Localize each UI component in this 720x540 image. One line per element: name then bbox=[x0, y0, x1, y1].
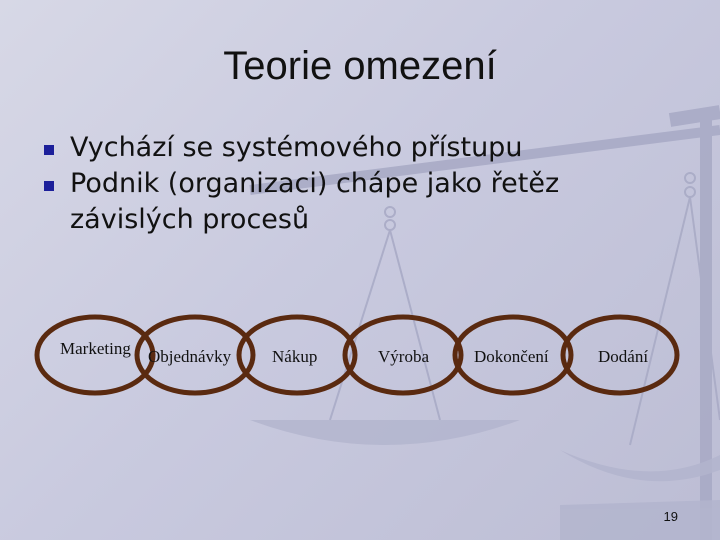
bullet-text: Podnik (organizaci) chápe jako řetěz záv… bbox=[70, 168, 560, 235]
chain-label-objednavky: Objednávky bbox=[148, 347, 232, 366]
chain-label-dokonceni: Dokončení bbox=[474, 347, 549, 366]
chain-link bbox=[236, 314, 358, 396]
chain-label-vyroba: Výroba bbox=[378, 347, 429, 366]
process-chain: Marketing Objednávky Nákup Výroba Dokonč… bbox=[34, 314, 680, 396]
bullet-item: Vychází se systémového přístupu bbox=[40, 130, 660, 166]
chain-link bbox=[34, 314, 156, 396]
chain-link bbox=[452, 314, 574, 396]
bullet-text: Vychází se systémového přístupu bbox=[70, 132, 523, 163]
bullet-square-icon bbox=[44, 181, 54, 191]
chain-link bbox=[560, 314, 680, 396]
chain-link bbox=[134, 314, 256, 396]
chain-label-dodani: Dodání bbox=[598, 347, 648, 366]
bullet-square-icon bbox=[44, 145, 54, 155]
chain-link bbox=[342, 314, 464, 396]
bullet-item: Podnik (organizaci) chápe jako řetěz záv… bbox=[40, 166, 660, 238]
slide-title: Teorie omezení bbox=[223, 44, 497, 88]
chain-label-nakup: Nákup bbox=[272, 347, 317, 366]
chain-label-marketing: Marketing bbox=[60, 339, 131, 358]
page-number: 19 bbox=[663, 509, 678, 524]
bullet-list: Vychází se systémového přístupu Podnik (… bbox=[40, 130, 660, 238]
